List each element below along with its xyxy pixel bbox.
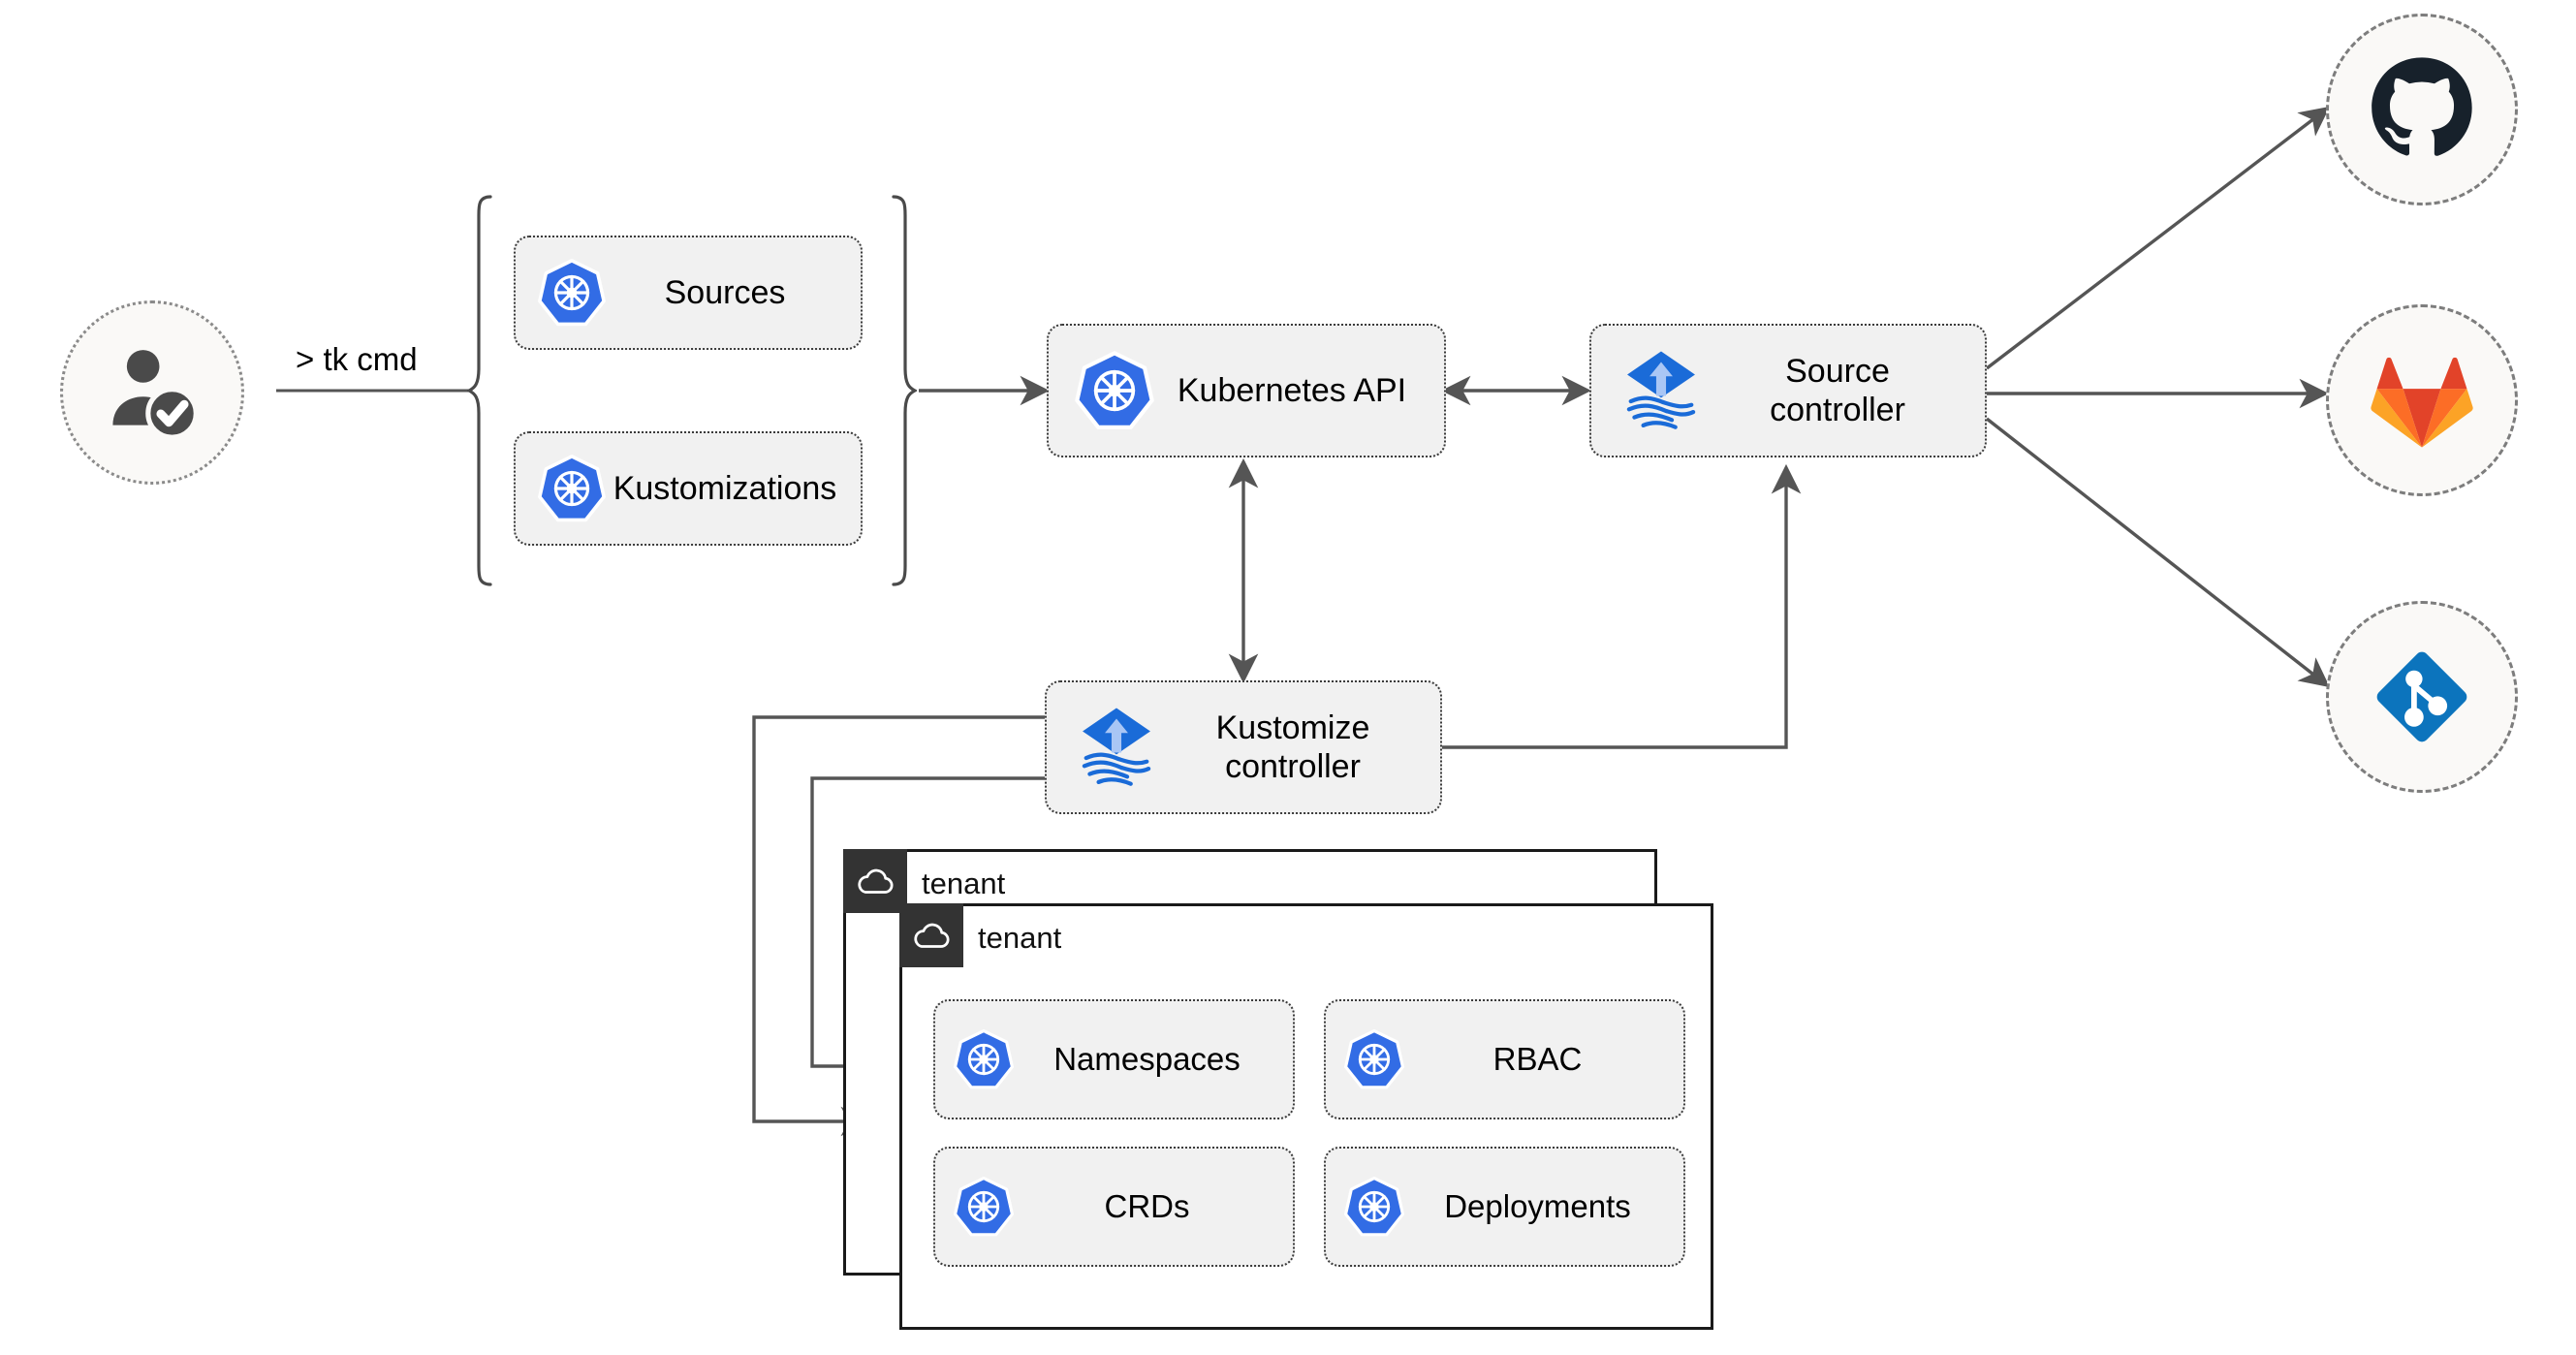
- provider-gitlab[interactable]: [2326, 304, 2518, 496]
- node-kustomize-controller[interactable]: Kustomize controller: [1045, 680, 1442, 814]
- tenant-badge: [899, 903, 963, 967]
- gitlab-icon: [2371, 357, 2473, 448]
- tenant-badge: [843, 849, 907, 913]
- resource-label: RBAC: [1492, 1041, 1583, 1077]
- edge-kustomize-controller-to-tenant-1: [752, 715, 1046, 1137]
- node-label: Kustomize controller: [1215, 709, 1370, 785]
- flux-icon: [1626, 351, 1696, 429]
- flux-icon: [1082, 708, 1151, 786]
- kubernetes-icon: [1075, 351, 1154, 429]
- resource-crds[interactable]: CRDs: [933, 1147, 1295, 1267]
- kubernetes-icon: [953, 1028, 1015, 1089]
- node-source-controller[interactable]: Source controller: [1589, 324, 1987, 457]
- kubernetes-icon: [953, 1176, 1015, 1237]
- node-kustomizations[interactable]: Kustomizations: [514, 431, 863, 546]
- resource-rbac[interactable]: RBAC: [1324, 999, 1685, 1119]
- node-label: Kustomizations: [613, 469, 837, 507]
- cloud-icon: [914, 923, 950, 948]
- tenant-title: tenant: [978, 921, 1062, 955]
- node-label: Source controller: [1770, 352, 1905, 428]
- resource-label: CRDs: [1104, 1188, 1190, 1224]
- user-verified-icon: [112, 350, 199, 440]
- resource-namespaces[interactable]: Namespaces: [933, 999, 1295, 1119]
- resource-label: Namespaces: [1053, 1041, 1241, 1077]
- group-brace-right: [892, 195, 917, 586]
- node-kubernetes-api[interactable]: Kubernetes API: [1047, 324, 1446, 457]
- command-label: > tk cmd: [296, 341, 418, 377]
- tenant-panel-front[interactable]: tenant Namespaces: [899, 903, 1713, 1330]
- tenant-resource-grid: Namespaces RBAC: [933, 999, 1685, 1267]
- actor-user[interactable]: [60, 300, 244, 485]
- node-label: Kubernetes API: [1177, 371, 1407, 409]
- provider-azure-devops[interactable]: [2326, 601, 2518, 793]
- kubernetes-icon: [538, 455, 606, 522]
- provider-github[interactable]: [2326, 14, 2518, 205]
- cloud-icon: [858, 868, 894, 894]
- kubernetes-icon: [1343, 1176, 1405, 1237]
- resource-deployments[interactable]: Deployments: [1324, 1147, 1685, 1267]
- node-label: Sources: [664, 273, 786, 311]
- github-icon: [2372, 57, 2472, 156]
- edge-source-controller-to-azure-devops: [1985, 417, 2331, 688]
- resource-label: Deployments: [1444, 1188, 1631, 1224]
- git-repo-icon: [2376, 651, 2467, 742]
- edge-source-controller-to-github: [1985, 106, 2331, 370]
- node-sources[interactable]: Sources: [514, 236, 863, 350]
- group-brace-left: [467, 195, 492, 586]
- kubernetes-icon: [538, 259, 606, 327]
- tenant-title: tenant: [922, 867, 1006, 900]
- kubernetes-icon: [1343, 1028, 1405, 1089]
- edge-kustomize-controller-to-source-controller: [1441, 463, 1802, 749]
